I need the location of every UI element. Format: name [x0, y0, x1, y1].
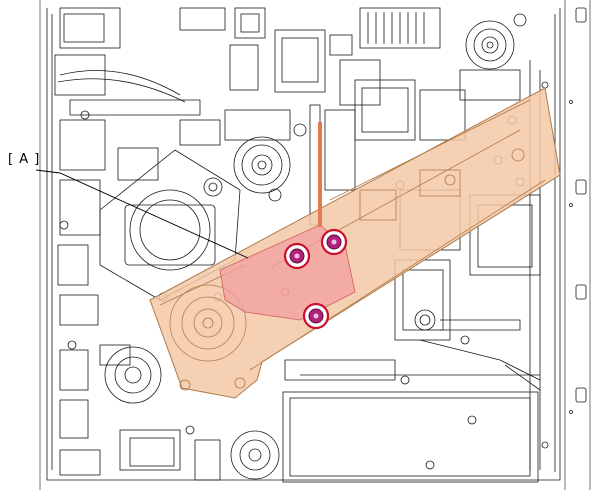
screw-3-marker — [302, 302, 330, 330]
bracket-body — [149, 87, 561, 399]
callout-leader-line — [35, 169, 249, 259]
screw-1-marker — [283, 242, 311, 270]
orange-rod — [318, 122, 322, 227]
screw-2-marker — [320, 228, 348, 256]
callout-label-a: [ A ] — [8, 152, 41, 167]
highlight-region — [219, 224, 356, 321]
bracket-part — [149, 87, 561, 399]
